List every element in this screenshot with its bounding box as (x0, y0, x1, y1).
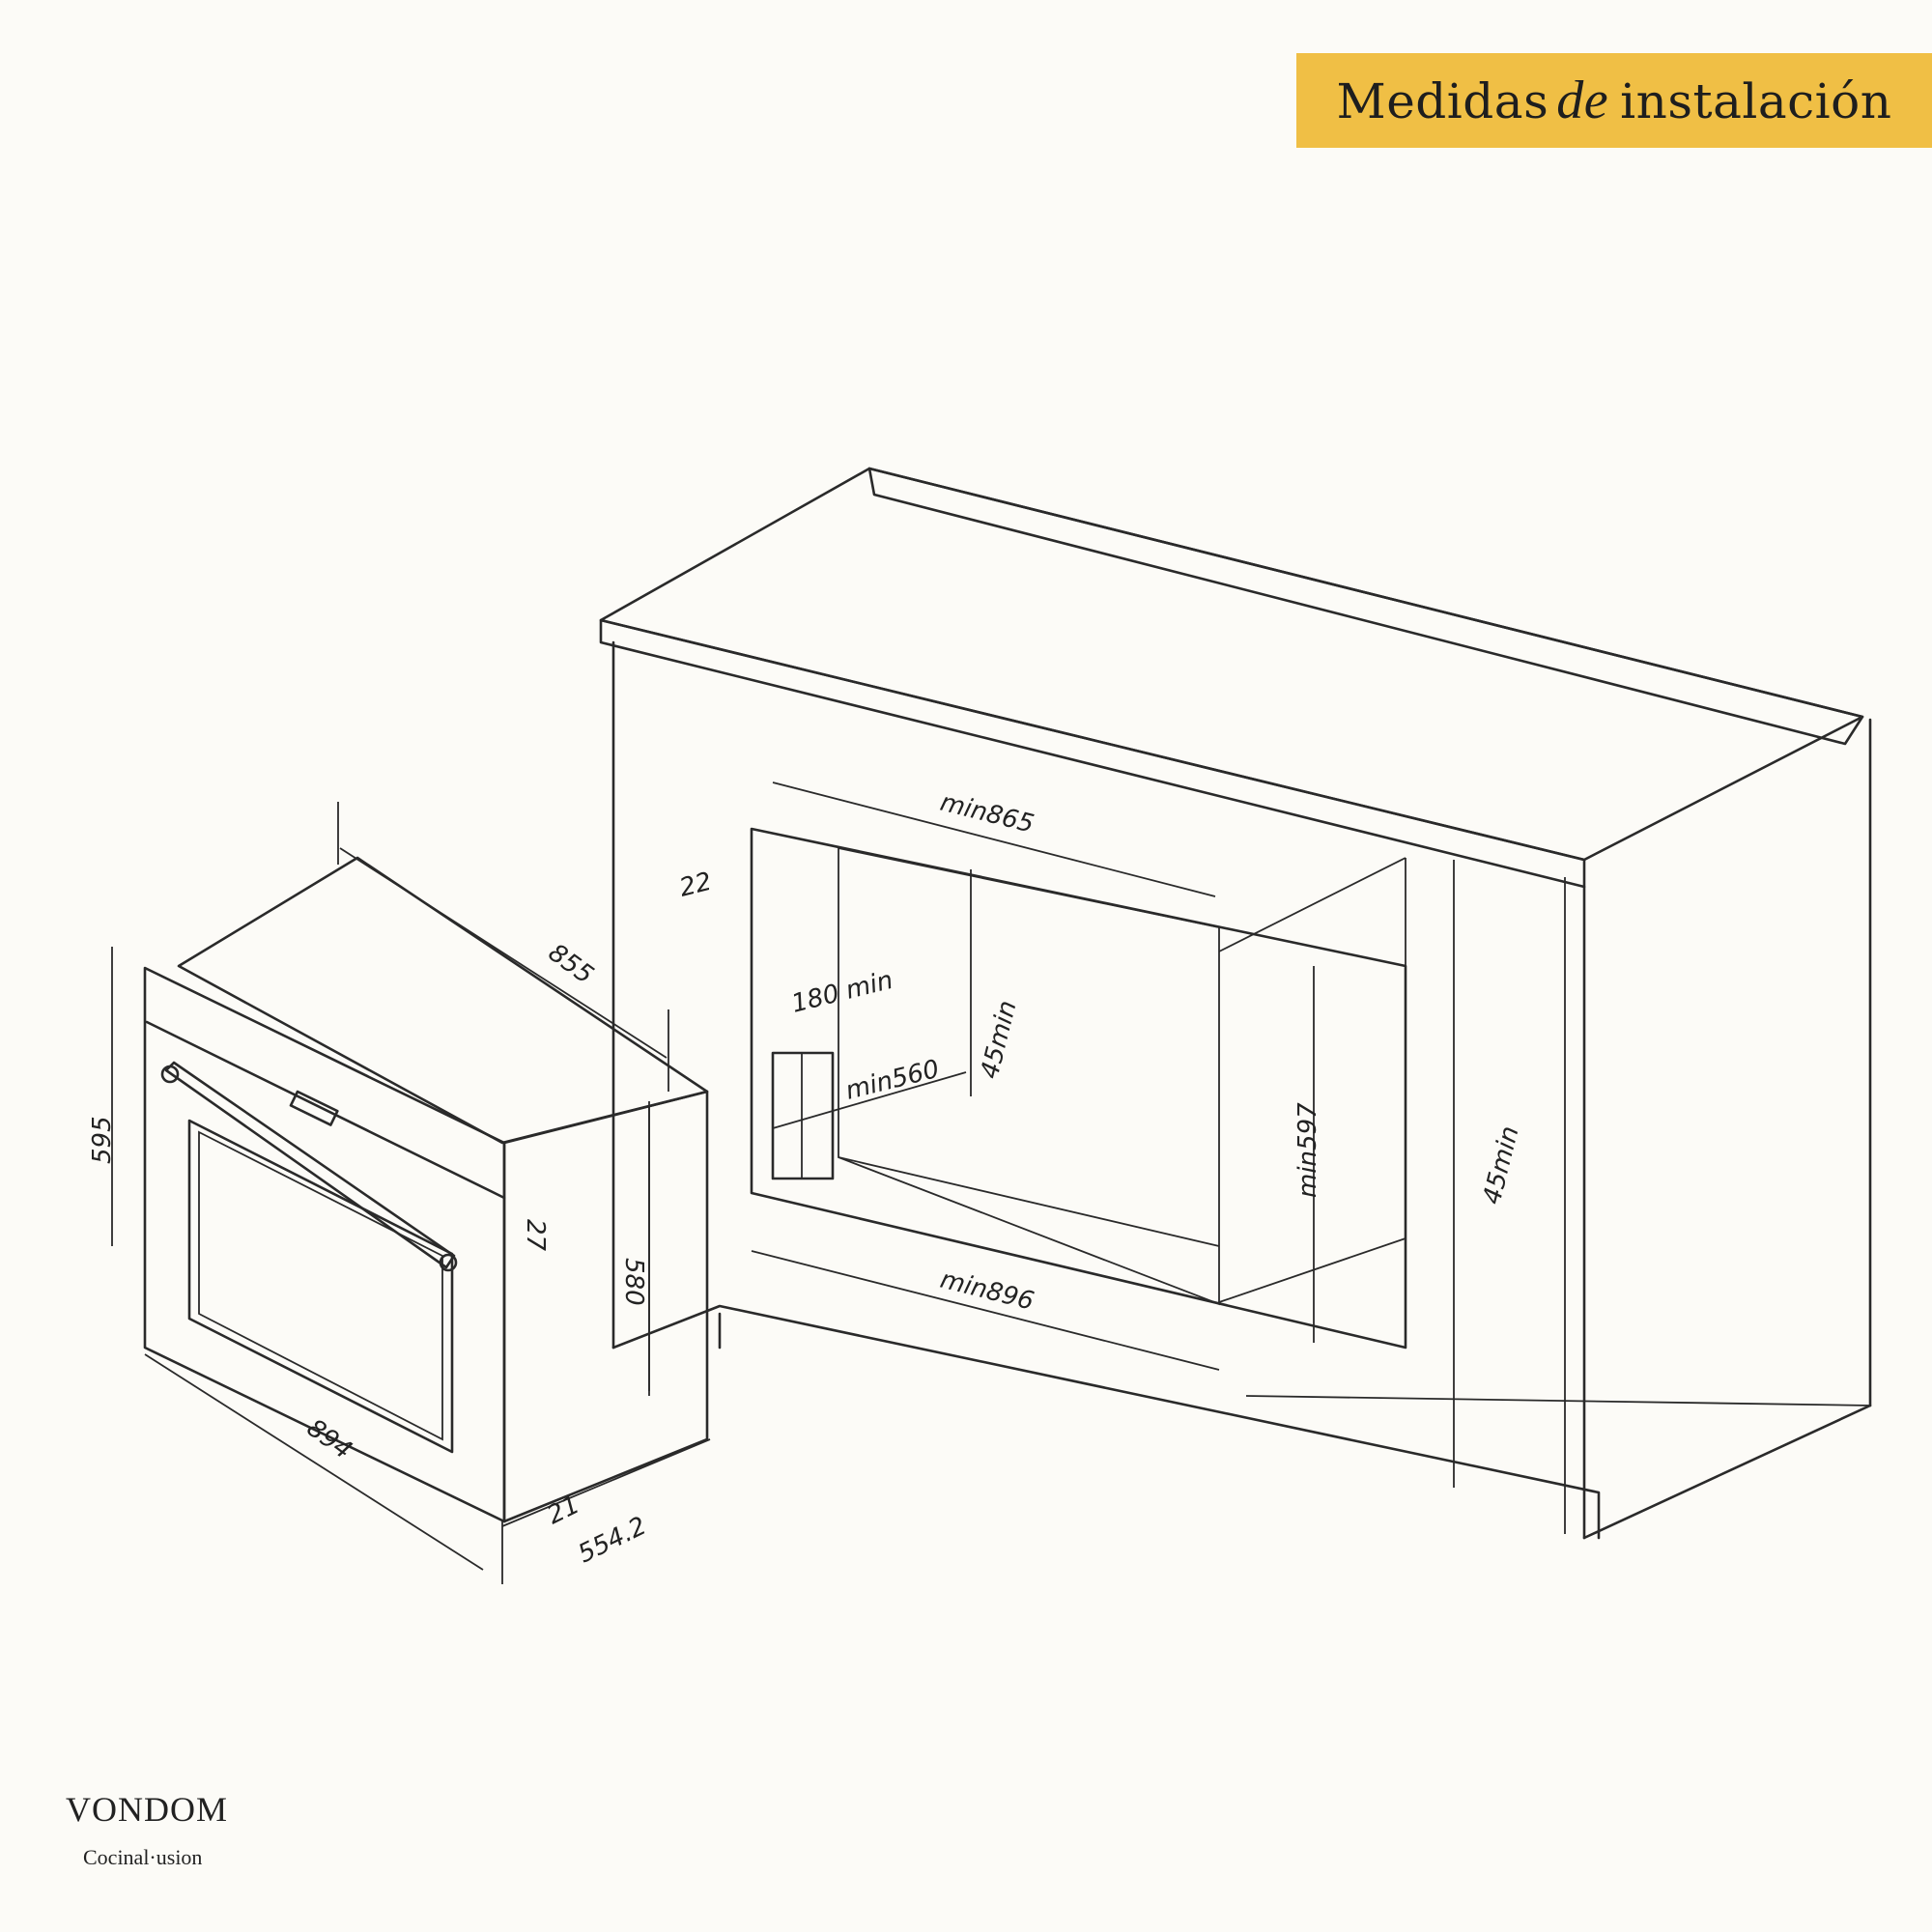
dim-oven-body-height: 580 (619, 1258, 648, 1306)
oven-door-window-inner (198, 1130, 443, 1441)
countertop-top-face (599, 467, 1864, 862)
dim-oven-depth-line (339, 847, 668, 1059)
brand-name: VONDOM (66, 1790, 228, 1829)
dim-cabinet-width-bottom: min896 (937, 1265, 1037, 1317)
dim-cabinet-depth-line (772, 1071, 967, 1129)
cabinet-divider-right (1218, 1237, 1406, 1303)
brand-logo: VONDOM Cocinal·usion (66, 1789, 228, 1870)
oven-top-face (177, 856, 709, 1145)
dim-cabinet-width-top: min865 (937, 788, 1037, 839)
title-accent: de (1556, 71, 1609, 130)
oven-handle-end-right (439, 1253, 458, 1272)
oven-control-strip (145, 1020, 506, 1200)
cabinet-cutout-back-wall (838, 846, 1220, 1306)
oven-drawing: 855 595 580 894 21 554.2 27 (88, 802, 711, 1584)
cabinet-base-right (1582, 1404, 1872, 1540)
cabinet-base-front (611, 1304, 1601, 1540)
dim-cabinet-depth: min560 (842, 1055, 942, 1106)
dim-oven-height: 595 (88, 1116, 117, 1164)
title-suffix: instalación (1620, 73, 1892, 129)
dim-oven-width-line (144, 1353, 484, 1571)
dim-cabinet-side: 22 (676, 867, 714, 903)
dim-oven-bottom-line (501, 1438, 711, 1527)
oven-door-window (187, 1119, 454, 1454)
oven-handle-end-left (160, 1065, 180, 1084)
countertop-backsplash (867, 467, 1864, 746)
cabinet-divider-left (1218, 857, 1406, 952)
oven-display (289, 1090, 339, 1126)
brand-tagline: Cocinal·usion (83, 1845, 203, 1869)
dim-oven-depth: 855 (543, 938, 599, 989)
dim-vent-gap-front: 45min (1478, 1123, 1525, 1208)
cabinet-drawing: min865 22 180 min min560 45min min597 45… (599, 467, 1872, 1540)
cabinet-inner-floor (838, 1156, 1220, 1247)
oven-side-face (502, 1090, 709, 1523)
dim-oven-width: 894 (301, 1413, 357, 1464)
dim-vent-height: 180 min (788, 966, 895, 1019)
dim-cabinet-height: min597 (1293, 1102, 1322, 1198)
title-prefix: Medidas (1336, 73, 1549, 129)
cabinet-vent (771, 1051, 835, 1180)
dim-cabinet-width-top-line (772, 781, 1216, 897)
dim-vent-gap-back: 45min (976, 998, 1023, 1082)
cabinet-floor-line (1245, 1395, 1871, 1406)
dim-oven-body-depth: 554.2 (574, 1512, 651, 1570)
countertop-front-edge (599, 618, 1586, 889)
dim-oven-top-gap: 27 (521, 1219, 550, 1252)
dim-oven-panel: 21 (543, 1491, 584, 1530)
dim-cabinet-width-bottom-line (751, 1250, 1220, 1371)
